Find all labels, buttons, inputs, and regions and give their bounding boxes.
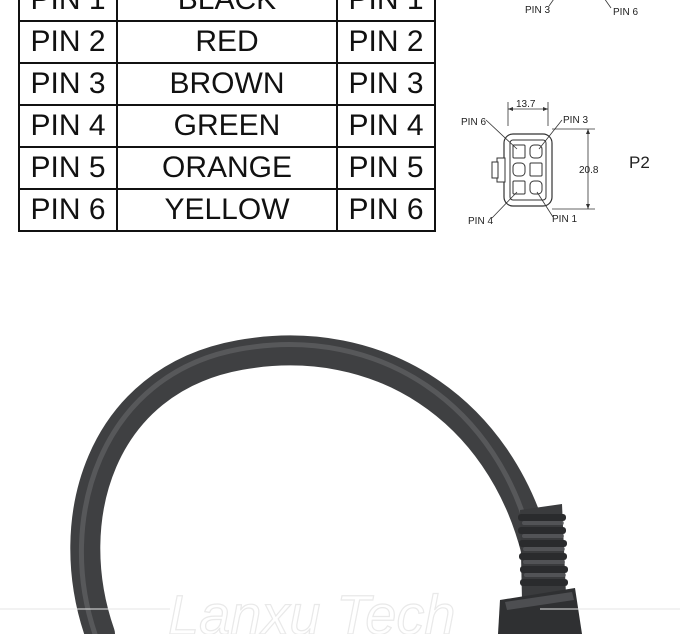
table-row: PIN 1 BLACK PIN 1 (18, 0, 436, 22)
p1-pin-cell: PIN 3 (18, 62, 118, 106)
top-connector-diagram: PIN 3 PIN 6 (525, 0, 638, 18)
table-row: PIN 5 ORANGE PIN 5 (18, 146, 436, 190)
table-row: PIN 4 GREEN PIN 4 (18, 104, 436, 148)
table-row: PIN 3 BROWN PIN 3 (18, 62, 436, 106)
height-dimension: 20.8 (579, 165, 599, 176)
pinout-table: PIN 1 BLACK PIN 1 PIN 2 RED PIN 2 PIN 3 … (18, 0, 436, 232)
watermark-text: Lanxu Tech (168, 583, 456, 634)
p1-pin-cell: PIN 6 (18, 188, 118, 232)
pin6-leader-line (604, 0, 612, 9)
p1-pin-cell: PIN 2 (18, 20, 118, 64)
pin-cavities (512, 144, 543, 195)
pin3-leader-line (538, 119, 563, 150)
p2-pin-cell: PIN 2 (336, 20, 436, 64)
connector-name-label: P2 (629, 153, 650, 172)
pin3-label: PIN 3 (525, 5, 550, 16)
pin6-leader-line (485, 119, 518, 150)
pin3-leader-line (548, 0, 554, 7)
pin4-leader-line (491, 191, 518, 219)
wire-color-cell: BLACK (116, 0, 338, 22)
p2-pin-cell: PIN 3 (336, 62, 436, 106)
pin4-label: PIN 4 (468, 216, 493, 227)
p2-pin-cell: PIN 6 (336, 188, 436, 232)
pin1-leader-line (536, 191, 554, 218)
p2-pin-cell: PIN 1 (336, 0, 436, 22)
wire-color-cell: ORANGE (116, 146, 338, 190)
pin3-label: PIN 3 (563, 115, 588, 126)
p1-pin-cell: PIN 4 (18, 104, 118, 148)
p2-pin-cell: PIN 5 (336, 146, 436, 190)
cable-photo: Lanxu Tech (0, 335, 680, 634)
table-row: PIN 6 YELLOW PIN 6 (18, 188, 436, 232)
table-row: PIN 2 RED PIN 2 (18, 20, 436, 64)
pin6-label: PIN 6 (461, 117, 486, 128)
pin6-label: PIN 6 (613, 7, 638, 18)
pin1-label: PIN 1 (552, 214, 577, 225)
p2-pin-cell: PIN 4 (336, 104, 436, 148)
p2-connector-diagram: 13.7 20.8 PIN 6 PIN 3 PIN 4 PIN 1 P2 (461, 99, 650, 227)
strain-relief-boot (518, 504, 568, 600)
wire-color-cell: BROWN (116, 62, 338, 106)
wire-color-cell: GREEN (116, 104, 338, 148)
wire-color-cell: YELLOW (116, 188, 338, 232)
width-dimension: 13.7 (516, 99, 536, 110)
p1-pin-cell: PIN 5 (18, 146, 118, 190)
p1-pin-cell: PIN 1 (18, 0, 118, 22)
wire-color-cell: RED (116, 20, 338, 64)
